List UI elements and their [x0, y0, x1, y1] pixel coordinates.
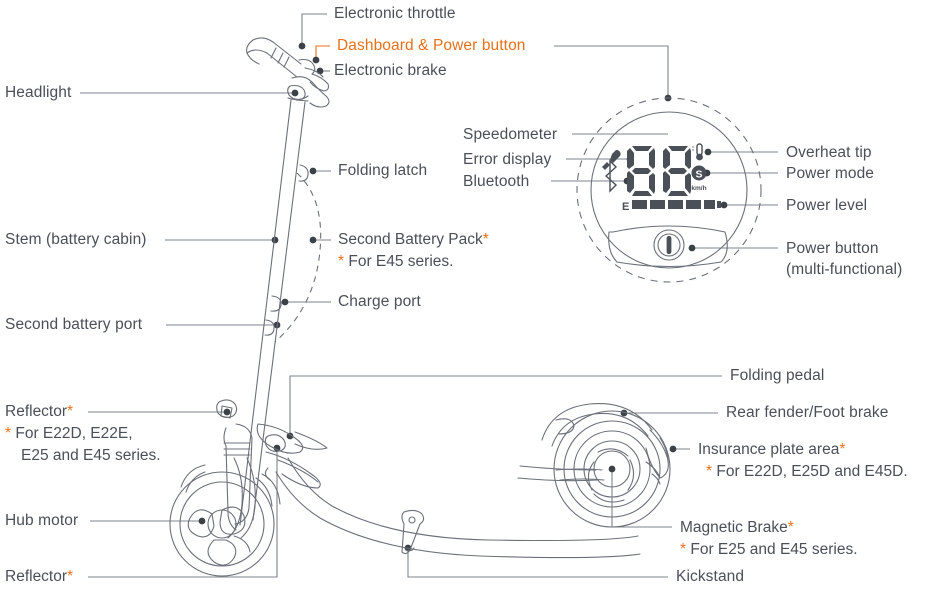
callout-dot-folding-pedal	[286, 432, 294, 440]
label-headlight: Headlight	[5, 84, 72, 101]
label-speedometer: Speedometer	[463, 126, 558, 143]
label-folding-latch: Folding latch	[338, 162, 428, 179]
scooter-line-art	[169, 37, 671, 577]
label-hub-motor: Hub motor	[5, 512, 79, 529]
asterisk-marker: *	[787, 519, 794, 536]
callout-dot-brake	[316, 67, 324, 75]
lcd-unit-graphic: km/h	[691, 185, 706, 192]
label-insurance-plate-area: Insurance plate area*	[698, 440, 845, 459]
note-reflector-front-1: * For E22D, E22E,	[5, 424, 133, 443]
label-power-mode: Power mode	[786, 165, 875, 182]
svg-text:S: S	[695, 169, 702, 181]
note-second-battery-pack-text: For E45 series.	[348, 253, 454, 270]
wrench-icon-graphic	[602, 149, 621, 170]
label-electronic-throttle: Electronic throttle	[334, 5, 456, 22]
label-reflector-front-text: Reflector	[5, 403, 68, 420]
callout-dot-headlight	[291, 89, 299, 97]
note-reflector-front-1-text: For E22D, E22E,	[15, 425, 133, 442]
callout-dot-dashboard	[312, 56, 320, 64]
label-kickstand: Kickstand	[676, 568, 745, 585]
callout-dot-reflector-front	[223, 408, 231, 416]
note-second-battery-pack: * For E45 series.	[338, 252, 453, 271]
callout-dot-stem	[271, 236, 279, 244]
callout-dot-insurance-plate	[669, 445, 677, 453]
callout-dot-magnetic-brake	[608, 465, 616, 473]
label-second-battery-port: Second battery port	[5, 316, 143, 333]
asterisk-marker: *	[5, 425, 12, 442]
label-error-display: Error display	[463, 151, 552, 168]
note-insurance-plate-text: For E22D, E25D and E45D.	[716, 463, 908, 480]
callout-dot-overheat	[704, 148, 712, 156]
thermometer-icon-graphic	[692, 143, 703, 161]
callout-dot-charge-port	[281, 298, 289, 306]
lcd-digits-graphic	[627, 146, 691, 196]
power-mode-icon-graphic: S	[691, 165, 707, 181]
dashboard-graphic: S km/h E	[576, 97, 762, 283]
asterisk-marker: *	[706, 463, 713, 480]
label-power-button-sub: (multi-functional)	[786, 261, 903, 278]
asterisk-marker: *	[680, 541, 687, 558]
label-folding-pedal: Folding pedal	[730, 367, 825, 384]
label-magnetic-brake-text: Magnetic Brake	[680, 519, 788, 536]
callout-dot-reflector-rear	[273, 444, 281, 452]
svg-text:E: E	[622, 201, 629, 213]
label-power-level: Power level	[786, 197, 868, 214]
label-electronic-brake: Electronic brake	[334, 62, 447, 79]
label-charge-port: Charge port	[338, 293, 421, 310]
asterisk-marker: *	[839, 441, 846, 458]
bluetooth-icon-graphic	[604, 159, 618, 193]
battery-icon-graphic: E	[622, 200, 721, 213]
label-dashboard-power-button: Dashboard & Power button	[337, 37, 526, 54]
label-second-battery-pack: Second Battery Pack*	[338, 230, 489, 249]
label-overheat-tip: Overheat tip	[786, 144, 872, 161]
note-magnetic-brake-text: For E25 and E45 series.	[690, 541, 858, 558]
label-rear-fender-foot-brake: Rear fender/Foot brake	[726, 404, 889, 421]
callout-dot-hub-motor	[198, 517, 206, 525]
callout-dot-rear-fender	[620, 409, 628, 417]
note-insurance-plate: * For E22D, E25D and E45D.	[706, 462, 908, 481]
callout-dot-throttle	[298, 42, 306, 50]
label-second-battery-pack-text: Second Battery Pack	[338, 231, 483, 248]
callout-dot-power-button	[688, 244, 696, 252]
callout-dot-power-level	[720, 201, 728, 209]
power-symbol-icon-graphic	[666, 236, 672, 254]
label-bluetooth: Bluetooth	[463, 173, 530, 190]
label-magnetic-brake: Magnetic Brake*	[680, 518, 794, 537]
label-reflector-front: Reflector*	[5, 402, 73, 421]
callout-dot-second-battery-pack	[309, 236, 317, 244]
label-reflector-rear-text: Reflector	[5, 568, 68, 585]
asterisk-marker: *	[67, 403, 74, 420]
label-stem: Stem (battery cabin)	[5, 231, 147, 248]
asterisk-marker: *	[482, 231, 489, 248]
label-insurance-plate-area-text: Insurance plate area	[698, 441, 840, 458]
label-power-button: Power button	[786, 240, 879, 257]
asterisk-marker: *	[338, 253, 345, 270]
asterisk-marker: *	[67, 568, 74, 585]
note-reflector-front-2: E25 and E45 series.	[21, 447, 161, 464]
note-magnetic-brake: * For E25 and E45 series.	[680, 540, 858, 559]
label-reflector-rear: Reflector*	[5, 567, 73, 586]
callout-dot-folding-latch	[309, 167, 317, 175]
